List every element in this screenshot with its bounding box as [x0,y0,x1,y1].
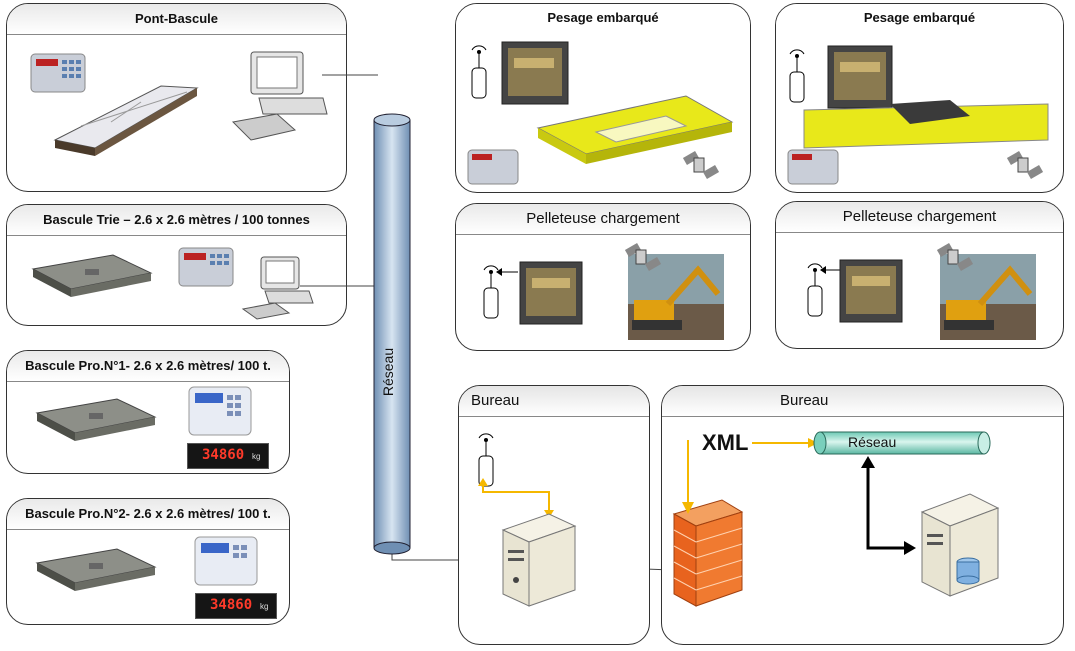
touch-panel-icon [519,261,583,325]
panel-pelleteuse-1: Pelleteuse chargement [455,203,751,351]
panel-pelleteuse-2: Pelleteuse chargement [775,201,1064,349]
bidirectional-link [861,456,916,555]
excavator-icon [940,254,1036,340]
excavator-icon [628,254,724,340]
xml-arrow [752,438,818,448]
panel-title: Bureau [662,386,1063,417]
antenna-icon [807,263,823,317]
antenna-icon [789,49,805,103]
arrow-icon [820,266,842,274]
network-label: Réseau [380,347,396,397]
weight-display: 34860 kg [195,593,277,619]
frame-structure-icon [536,95,734,164]
weighing-indicator-icon [787,149,839,185]
scale-platform-icon [31,254,153,297]
weight-reading: 34860 [202,447,245,463]
weight-unit: kg [260,602,269,611]
panel-bascule-trie: Bascule Trie – 2.6 x 2.6 mètres / 100 to… [6,204,347,326]
scale-platform-icon [35,398,157,441]
satellite-icon [936,243,974,271]
panel-bascule-pro2: Bascule Pro.N°2- 2.6 x 2.6 mètres/ 100 t… [6,498,290,625]
panel-title: Bascule Trie – 2.6 x 2.6 mètres / 100 to… [7,205,346,236]
firewall-icon [672,499,744,607]
touch-panel-icon [839,259,903,323]
computer-icon [231,51,328,141]
panel-title: Bascule Pro.N°1- 2.6 x 2.6 mètres/ 100 t… [7,351,289,382]
panel-title: Pont-Bascule [7,4,346,35]
touch-panel-icon [827,45,893,109]
arrow-icon [496,268,518,276]
panel-title: Bureau [459,386,649,417]
panel-title: Pelleteuse chargement [456,204,750,235]
panel-title: Pelleteuse chargement [776,202,1063,233]
panel-title: Pesage embarqué [456,4,750,32]
database-server-icon [920,493,1000,597]
weighbridge-icon [53,85,199,156]
computer-icon [241,256,314,320]
server-icon [501,513,577,607]
panel-pont-bascule: Pont-Bascule [6,3,347,192]
weight-unit: kg [252,452,261,461]
weight-display: 34860 kg [187,443,269,469]
xml-down-arrow [682,440,694,514]
satellite-icon [624,243,662,271]
satellite-icon [1006,151,1044,179]
pipe-label: Réseau [848,434,897,450]
weighing-terminal-icon [194,536,258,586]
satellite-icon [682,151,720,179]
weighing-indicator-icon [178,247,234,287]
weighing-terminal-icon [188,386,252,436]
panel-title: Bascule Pro.N°2- 2.6 x 2.6 mètres/ 100 t… [7,499,289,530]
frame-structure-icon [803,100,1049,149]
antenna-icon [483,265,499,319]
touch-panel-icon [501,41,569,105]
weight-reading: 34860 [210,597,253,613]
antenna-icon [478,433,494,487]
xml-label: XML [702,430,749,455]
panel-bureau-1: Bureau [458,385,650,645]
panel-pesage-2: Pesage embarqué [775,3,1064,193]
weighing-indicator-icon [467,149,519,185]
scale-platform-icon [35,548,157,591]
panel-bureau-2: Bureau XML Réseau [661,385,1064,645]
panel-title-text: Bureau [780,392,829,409]
panel-pesage-1: Pesage embarqué [455,3,751,193]
network-pipe-horizontal [813,431,991,455]
antenna-icon [471,45,487,99]
network-pipe [373,113,411,555]
panel-title: Pesage embarqué [776,4,1063,32]
panel-bascule-pro1: Bascule Pro.N°1- 2.6 x 2.6 mètres/ 100 t… [6,350,290,474]
weighing-indicator-icon [30,53,86,93]
